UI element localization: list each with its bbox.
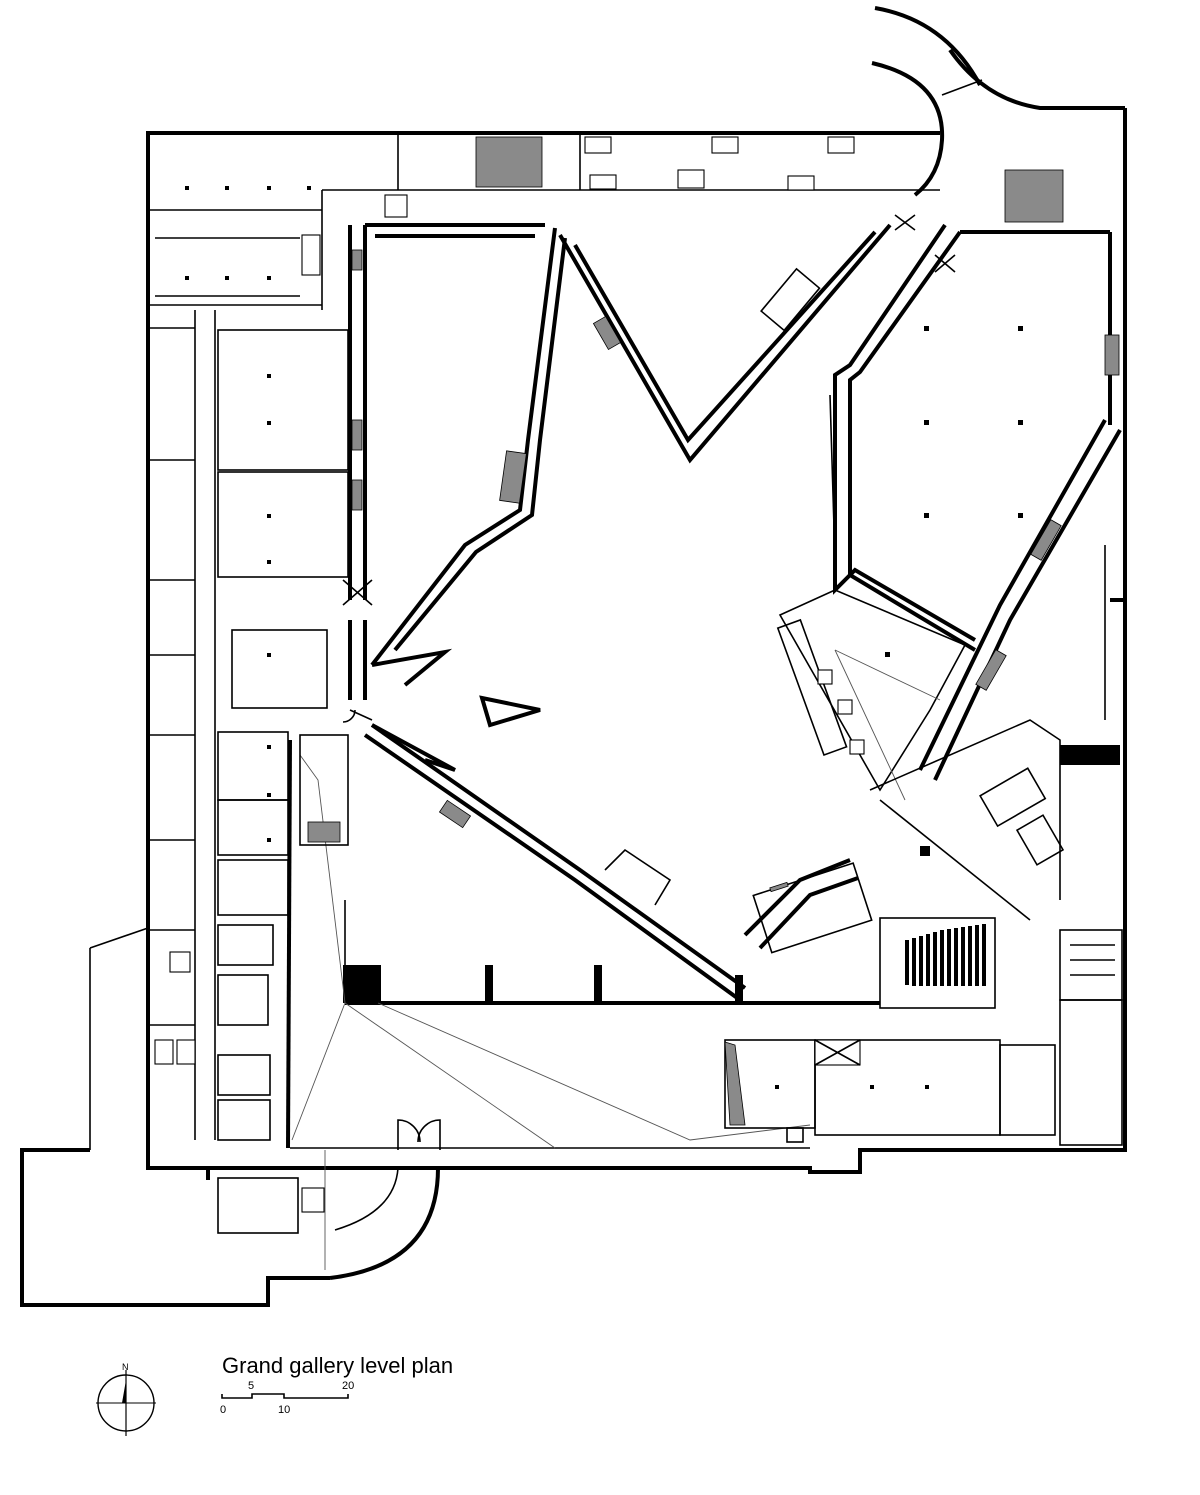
west-wing: [148, 234, 349, 1234]
scale-label-10: 10: [278, 1404, 290, 1416]
north-arrow-icon: [96, 1370, 156, 1436]
scale-label-0: 0: [220, 1404, 226, 1416]
auditorium-seats: [905, 924, 986, 986]
outer-walls: [20, 6, 1127, 1307]
left-gallery-walls: [342, 223, 545, 700]
scale-bar: [221, 1393, 349, 1399]
central-atrium: [363, 223, 892, 1002]
south-east-cluster: [752, 719, 1123, 1146]
east-galleries: [776, 223, 1125, 801]
structural-columns: [185, 186, 1023, 1089]
plan-title: Grand gallery level plan: [222, 1353, 453, 1378]
scale-label-20: 20: [342, 1380, 354, 1392]
north-corridor: [148, 133, 1064, 310]
doors: [342, 214, 956, 1150]
north-label: N: [122, 1362, 129, 1372]
scale-label-5: 5: [248, 1380, 254, 1392]
south-gallery: [286, 734, 1001, 1270]
